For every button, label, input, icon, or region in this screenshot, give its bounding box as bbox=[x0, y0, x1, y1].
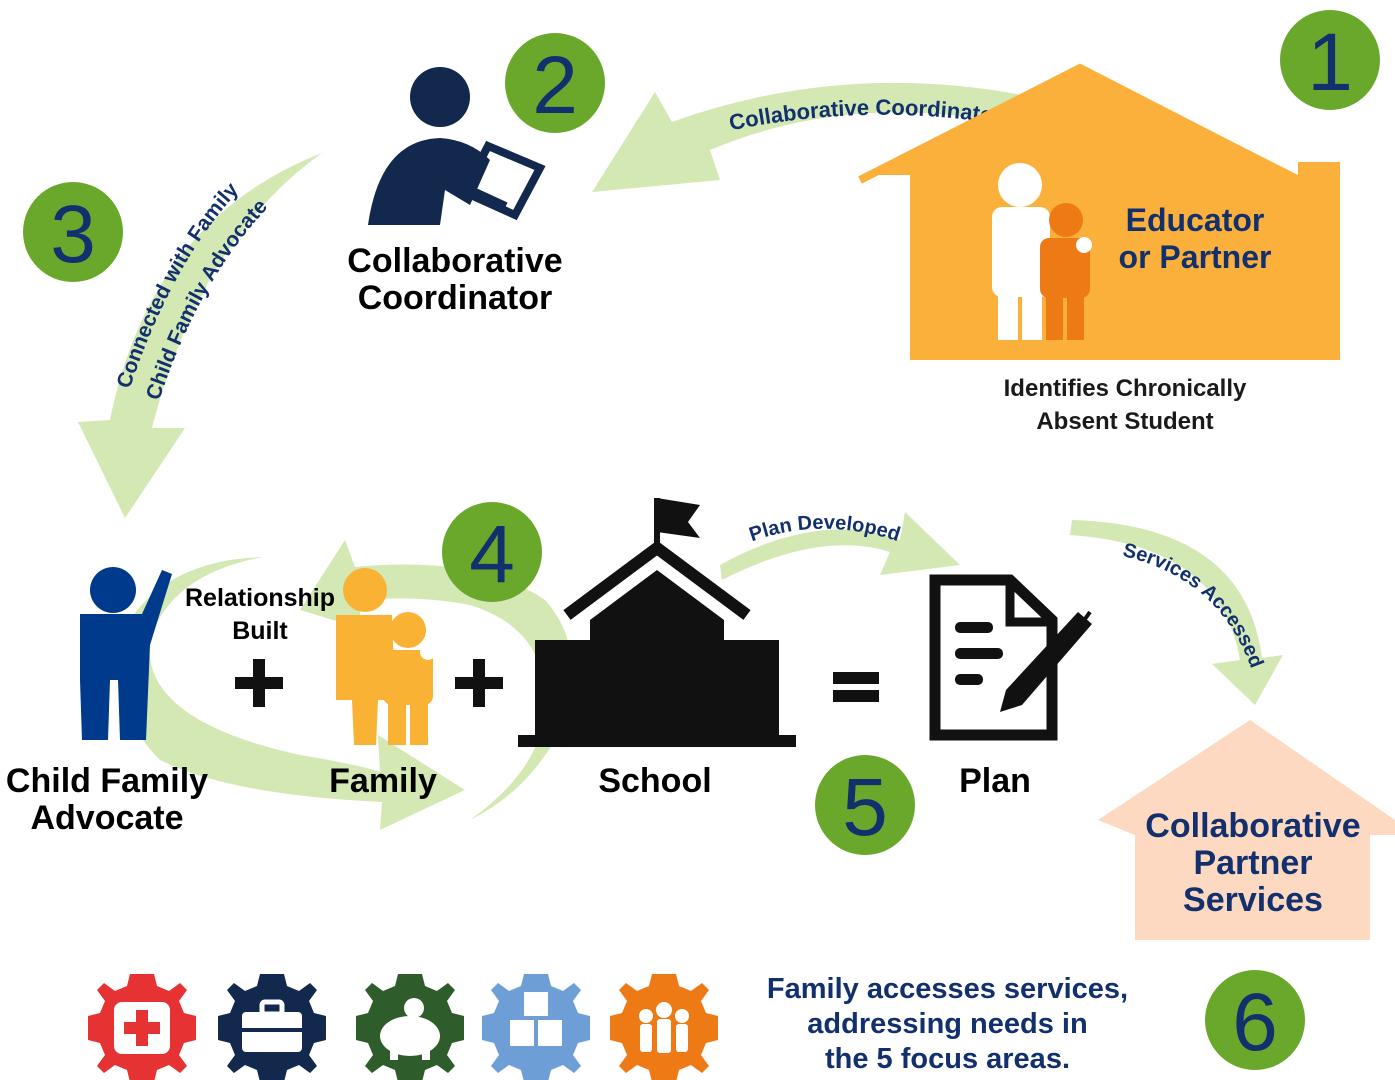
school-icon bbox=[518, 498, 796, 747]
svg-text:4: 4 bbox=[469, 509, 515, 600]
step-badge-3: 3 bbox=[23, 182, 123, 282]
school-label: School bbox=[598, 762, 712, 800]
svg-text:5: 5 bbox=[842, 762, 888, 853]
svg-text:3: 3 bbox=[50, 189, 96, 280]
education-gear-icon bbox=[482, 974, 590, 1080]
plus-sign-1 bbox=[235, 659, 283, 707]
arrow-plan-developed: Plan Developed bbox=[720, 512, 960, 580]
plan-icon bbox=[929, 574, 1092, 741]
plan-label: Plan bbox=[959, 762, 1031, 800]
step-badge-1: 1 bbox=[1280, 10, 1380, 110]
equals-sign bbox=[833, 672, 879, 702]
svg-text:6: 6 bbox=[1232, 977, 1278, 1068]
step-badge-4: 4 bbox=[442, 502, 542, 602]
educator-house bbox=[858, 63, 1340, 360]
step-badge-6: 6 bbox=[1205, 970, 1305, 1070]
plus-sign-2 bbox=[455, 659, 503, 707]
financial-gear-icon bbox=[356, 974, 464, 1080]
partner-house bbox=[1098, 720, 1395, 940]
svg-text:2: 2 bbox=[532, 40, 578, 131]
arrow-services-accessed: Services Accessed bbox=[1070, 520, 1283, 705]
family-label: Family bbox=[329, 762, 437, 800]
step-badge-5: 5 bbox=[815, 755, 915, 855]
health-gear-icon bbox=[88, 974, 196, 1080]
footer-caption: Family accesses services,addressing need… bbox=[766, 973, 1129, 1075]
family-icon bbox=[336, 568, 436, 745]
community-gear-icon bbox=[610, 974, 718, 1080]
employment-gear-icon bbox=[218, 974, 326, 1080]
educator-student-icon bbox=[992, 163, 1092, 340]
advocate-icon bbox=[80, 567, 172, 740]
step-badge-2: 2 bbox=[505, 33, 605, 133]
svg-text:1: 1 bbox=[1307, 17, 1353, 108]
relationship-cycle-arrows bbox=[120, 540, 572, 830]
coordinator-icon bbox=[368, 67, 546, 225]
